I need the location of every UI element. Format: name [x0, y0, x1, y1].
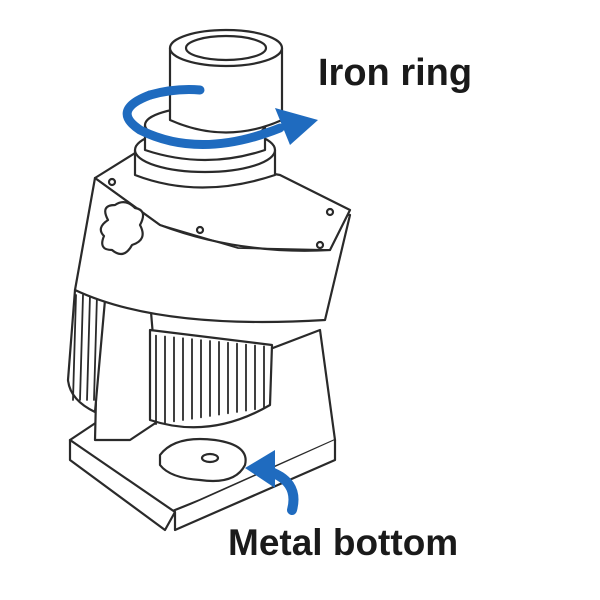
rotate-arrow-icon — [122, 85, 318, 149]
metal-bottom-label: Metal bottom — [228, 522, 459, 563]
fin-line — [93, 294, 98, 401]
curved-arrow-icon — [245, 450, 299, 515]
lens-cylinder — [168, 28, 284, 134]
metal-bottom-plate — [158, 437, 247, 483]
fin-line — [86, 294, 91, 401]
adjust-knob — [99, 201, 145, 256]
fin-line — [79, 294, 84, 401]
heatsink-fins — [66, 288, 274, 429]
fin-line — [72, 294, 77, 401]
iron-ring-label: Iron ring — [318, 52, 473, 94]
